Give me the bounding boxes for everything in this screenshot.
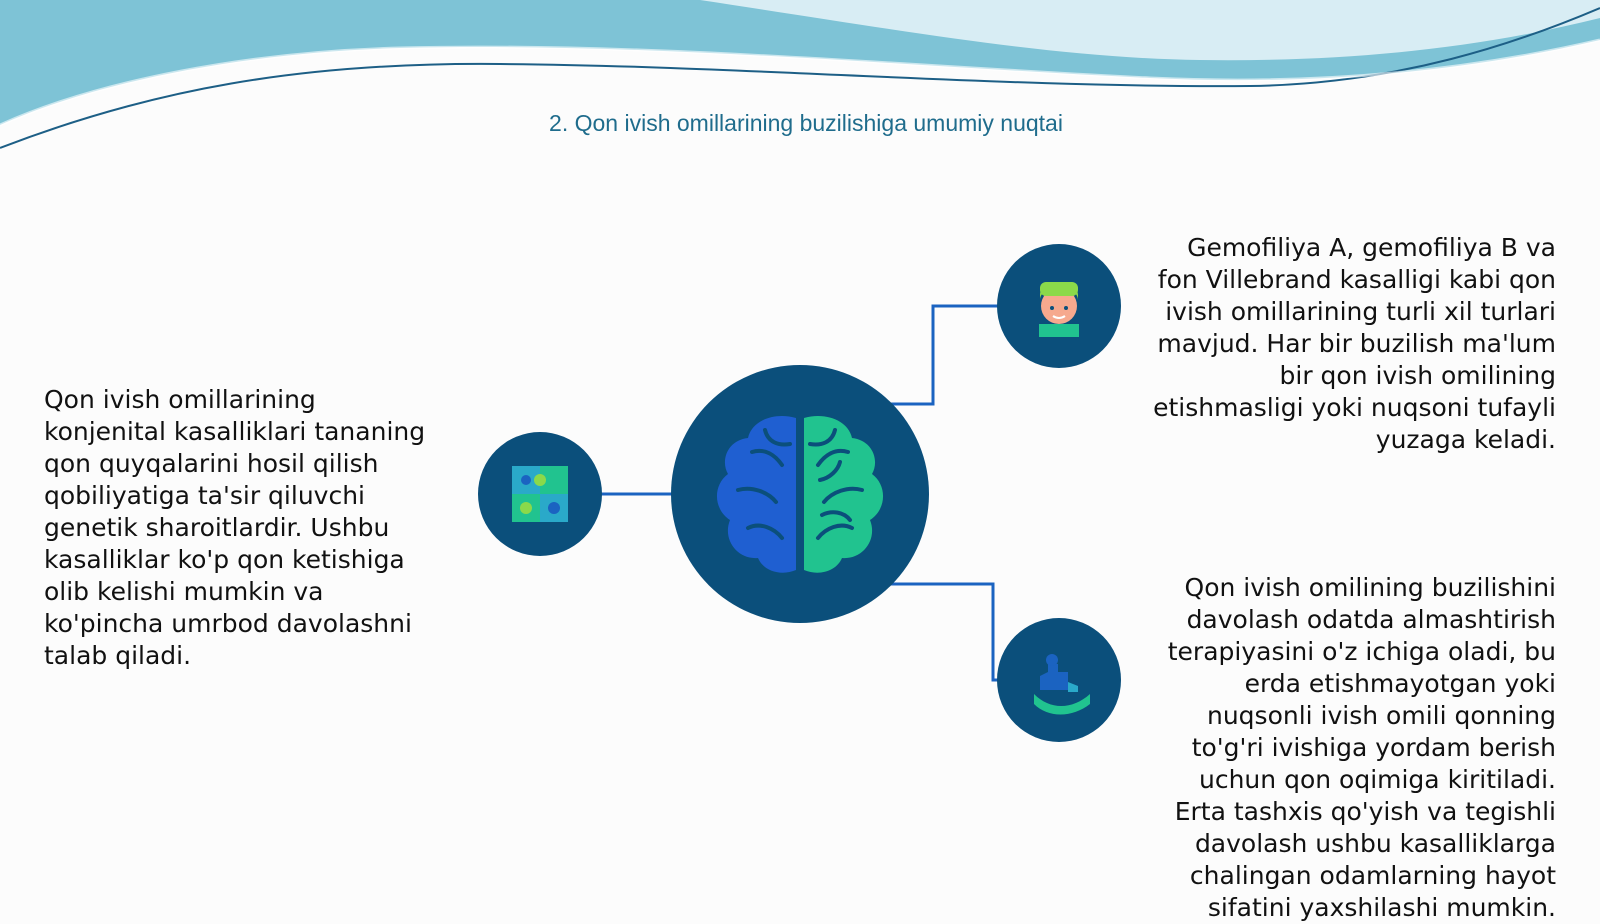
- doctor-icon: [1039, 282, 1079, 337]
- connector-bottom-right: [890, 582, 1000, 682]
- connector-top-right: [890, 304, 1000, 406]
- mind-map-diagram: [478, 244, 1121, 742]
- top-right-node: [997, 244, 1121, 368]
- top-right-description: Gemofiliya A, gemofiliya B va fon Villeb…: [1153, 233, 1556, 454]
- bottom-right-node: [997, 618, 1121, 742]
- bottom-right-description: Qon ivish omilining buzilishini davolash…: [1167, 573, 1556, 922]
- center-node: [671, 365, 929, 623]
- brain-icon: [716, 416, 884, 573]
- page-title: 2. Qon ivish omillarining buzilishiga um…: [549, 110, 1063, 136]
- header-wave-decoration: [0, 0, 1600, 149]
- hand-care-icon: [1034, 654, 1090, 715]
- left-description: Qon ivish omillarining konjenital kasall…: [44, 385, 426, 670]
- left-node: [478, 432, 602, 556]
- puzzle-grid-icon: [512, 466, 568, 522]
